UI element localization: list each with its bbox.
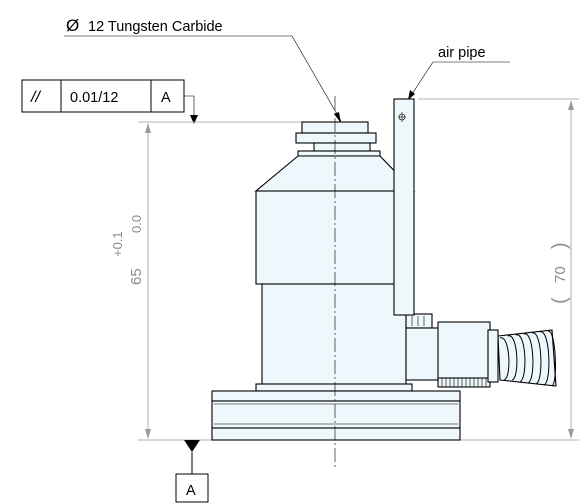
connector-housing	[437, 321, 491, 383]
air-pipe-fitting-icon	[398, 112, 406, 122]
height-upper-tolerance: +0.1	[110, 231, 125, 257]
material-callout: Ø 12 Tungsten Carbide	[64, 16, 342, 123]
base-flange-bottom	[211, 427, 461, 441]
connector-block	[405, 327, 441, 381]
air-pipe-callout: air pipe	[408, 45, 510, 100]
extension-lines	[138, 98, 579, 441]
air-pipe-leader	[409, 61, 434, 98]
reference-height-value: 70	[552, 266, 569, 283]
height-lower-tolerance: 0.0	[129, 215, 144, 233]
tolerance-leader-arrow	[190, 115, 198, 124]
material-label: 12 Tungsten Carbide	[88, 19, 223, 35]
height-dimension: 65 +0.1 0.0	[110, 123, 151, 439]
reference-paren-close: )	[549, 242, 571, 249]
tolerance-leader	[184, 95, 195, 119]
height-value: 65	[128, 268, 145, 285]
part-body	[211, 98, 557, 441]
datum-label: A	[186, 483, 196, 499]
lower-cylinder	[261, 283, 407, 392]
parallelism-symbol: //	[30, 89, 41, 106]
tolerance-datum: A	[161, 90, 171, 106]
datum-a: A	[175, 440, 209, 503]
datum-triangle	[184, 440, 200, 452]
tolerance-frame: // 0.01/12 A	[21, 79, 198, 124]
tolerance-value: 0.01/12	[70, 90, 118, 106]
material-leader	[291, 35, 342, 122]
air-pipe	[393, 98, 415, 316]
reference-dimension: ( 70 )	[549, 100, 574, 439]
base-flange	[211, 400, 461, 429]
reference-paren-open: (	[549, 297, 571, 304]
diameter-symbol: Ø	[66, 16, 79, 35]
material-leader-arrow	[334, 112, 341, 123]
cable-spring	[497, 329, 557, 387]
air-pipe-label: air pipe	[438, 45, 486, 61]
datum-box	[175, 473, 209, 503]
tip-shoulder	[313, 142, 371, 152]
base-flange-top	[211, 390, 461, 402]
tip-collar	[295, 132, 377, 144]
